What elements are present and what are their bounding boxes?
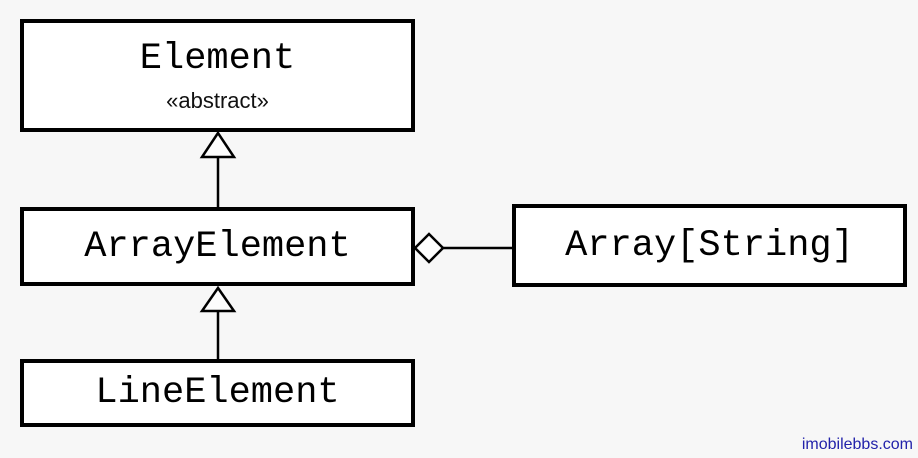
generalization-triangle-icon — [199, 285, 237, 313]
aggregation-diamond-icon — [413, 232, 445, 264]
class-stereotype-abstract: «abstract» — [166, 87, 269, 113]
class-box-arrayelement: ArrayElement — [20, 207, 415, 286]
class-name-element: Element — [139, 37, 296, 80]
watermark: imobilebbs.com — [801, 436, 913, 453]
class-name-arraystring: Array[String] — [565, 224, 854, 267]
class-box-arraystring: Array[String] — [512, 204, 907, 287]
class-name-arrayelement: ArrayElement — [84, 225, 351, 268]
class-name-lineelement: LineElement — [95, 372, 340, 414]
class-box-lineelement: LineElement — [20, 359, 415, 427]
class-box-element: Element «abstract» — [20, 19, 415, 132]
generalization-triangle-icon — [199, 130, 237, 159]
